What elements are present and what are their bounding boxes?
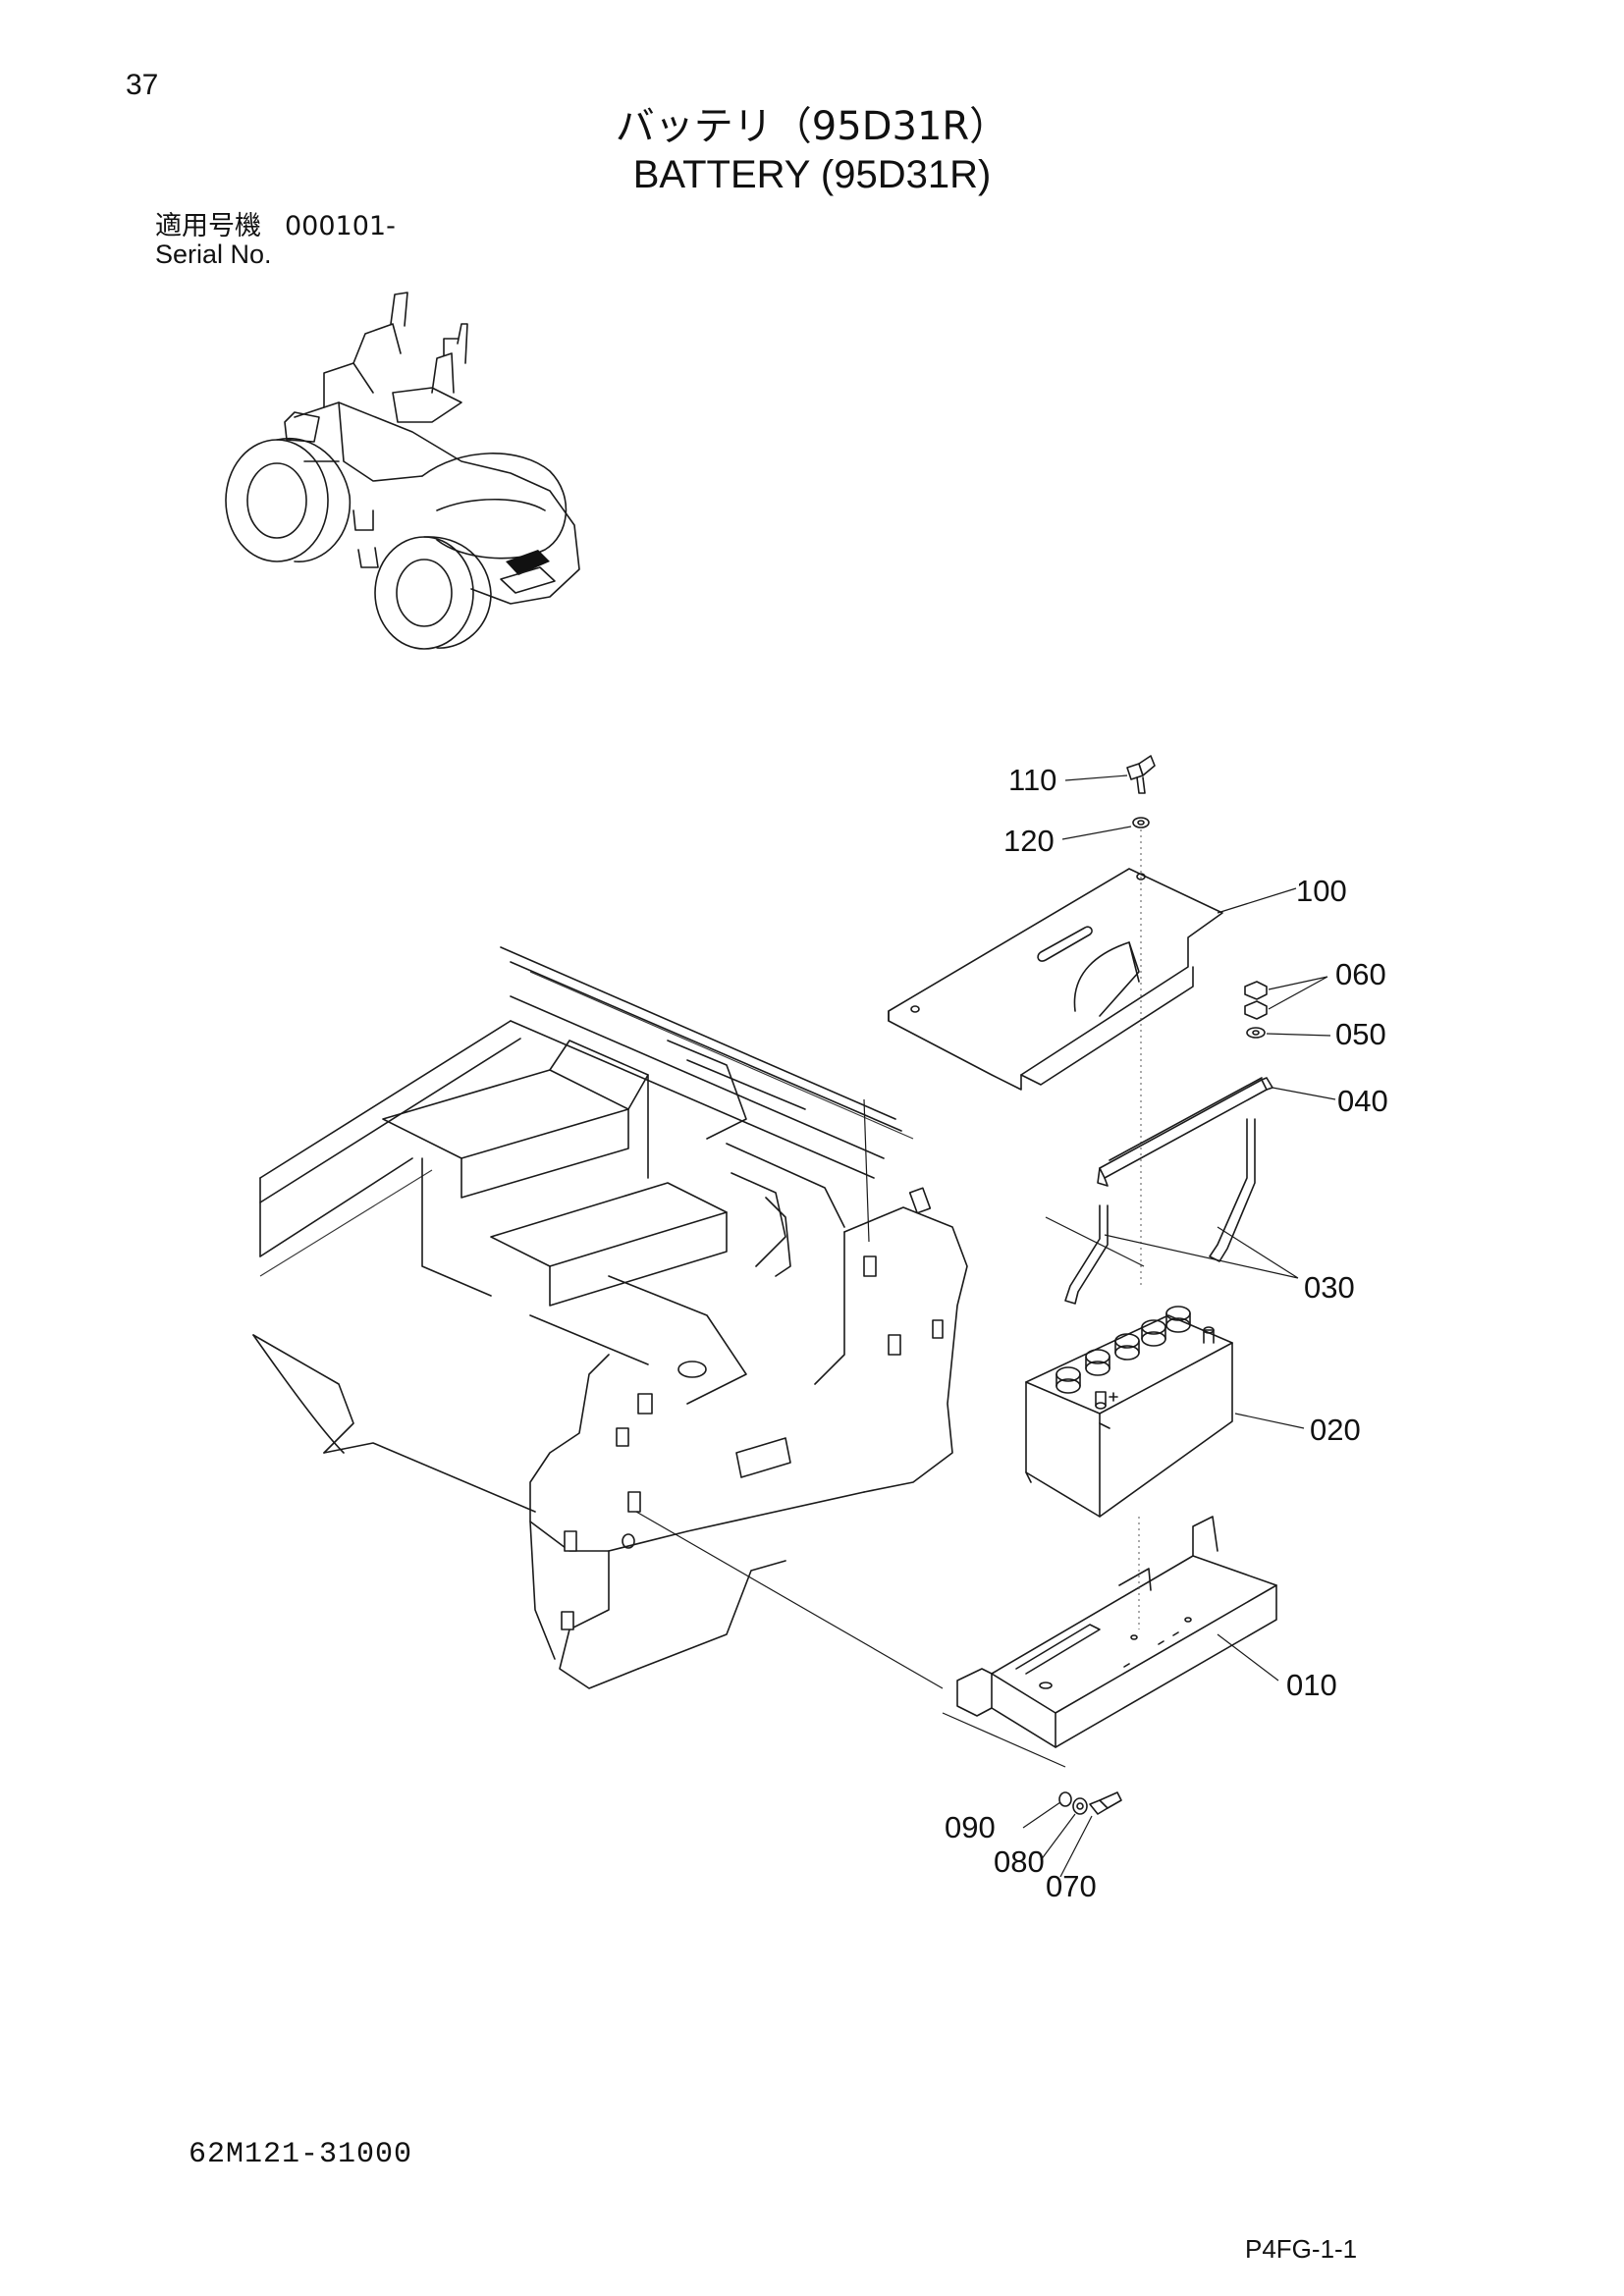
wing-bolt-drawing xyxy=(1126,755,1156,794)
callout-010: 010 xyxy=(1286,1668,1337,1702)
serial-value: 000101- xyxy=(285,211,396,241)
nut-washer-stack-drawing xyxy=(1244,981,1268,1039)
washer-drawing xyxy=(1132,817,1150,828)
drawing-code: 62M121-31000 xyxy=(189,2138,413,2171)
callout-070: 070 xyxy=(1046,1869,1097,1903)
callout-120: 120 xyxy=(1003,824,1055,858)
j-bolts-drawing xyxy=(1064,1118,1256,1305)
page-number: 37 xyxy=(126,69,159,101)
serial-label-english: Serial No. xyxy=(155,240,272,269)
page-title-english: BATTERY (95D31R) xyxy=(632,153,992,196)
battery-tray-drawing xyxy=(956,1516,1277,1748)
leader-lines xyxy=(1022,774,1336,1878)
hold-down-bar-drawing xyxy=(1097,1077,1273,1187)
callout-100: 100 xyxy=(1296,874,1347,908)
frame-assembly-drawing xyxy=(252,946,1145,1768)
callout-110: 110 xyxy=(1008,763,1056,797)
bolt-washer-drawing xyxy=(1058,1791,1122,1815)
callout-040: 040 xyxy=(1337,1084,1388,1118)
callout-090: 090 xyxy=(945,1810,996,1844)
callout-050: 050 xyxy=(1335,1017,1386,1051)
machine-overview-drawing xyxy=(225,292,580,650)
callout-030: 030 xyxy=(1304,1270,1355,1305)
serial-label-japanese: 適用号機 xyxy=(155,211,261,241)
battery-drawing xyxy=(1025,1306,1233,1518)
battery-cover-drawing xyxy=(888,868,1223,1091)
callout-080: 080 xyxy=(994,1844,1045,1879)
callout-060: 060 xyxy=(1335,957,1386,991)
serial-line-japanese: 適用号機 000101- xyxy=(155,204,396,242)
callout-020: 020 xyxy=(1310,1413,1361,1447)
sheet-code: P4FG-1-1 xyxy=(1245,2234,1358,2264)
page-title-japanese: バッテリ（95D31R） xyxy=(615,104,1009,149)
